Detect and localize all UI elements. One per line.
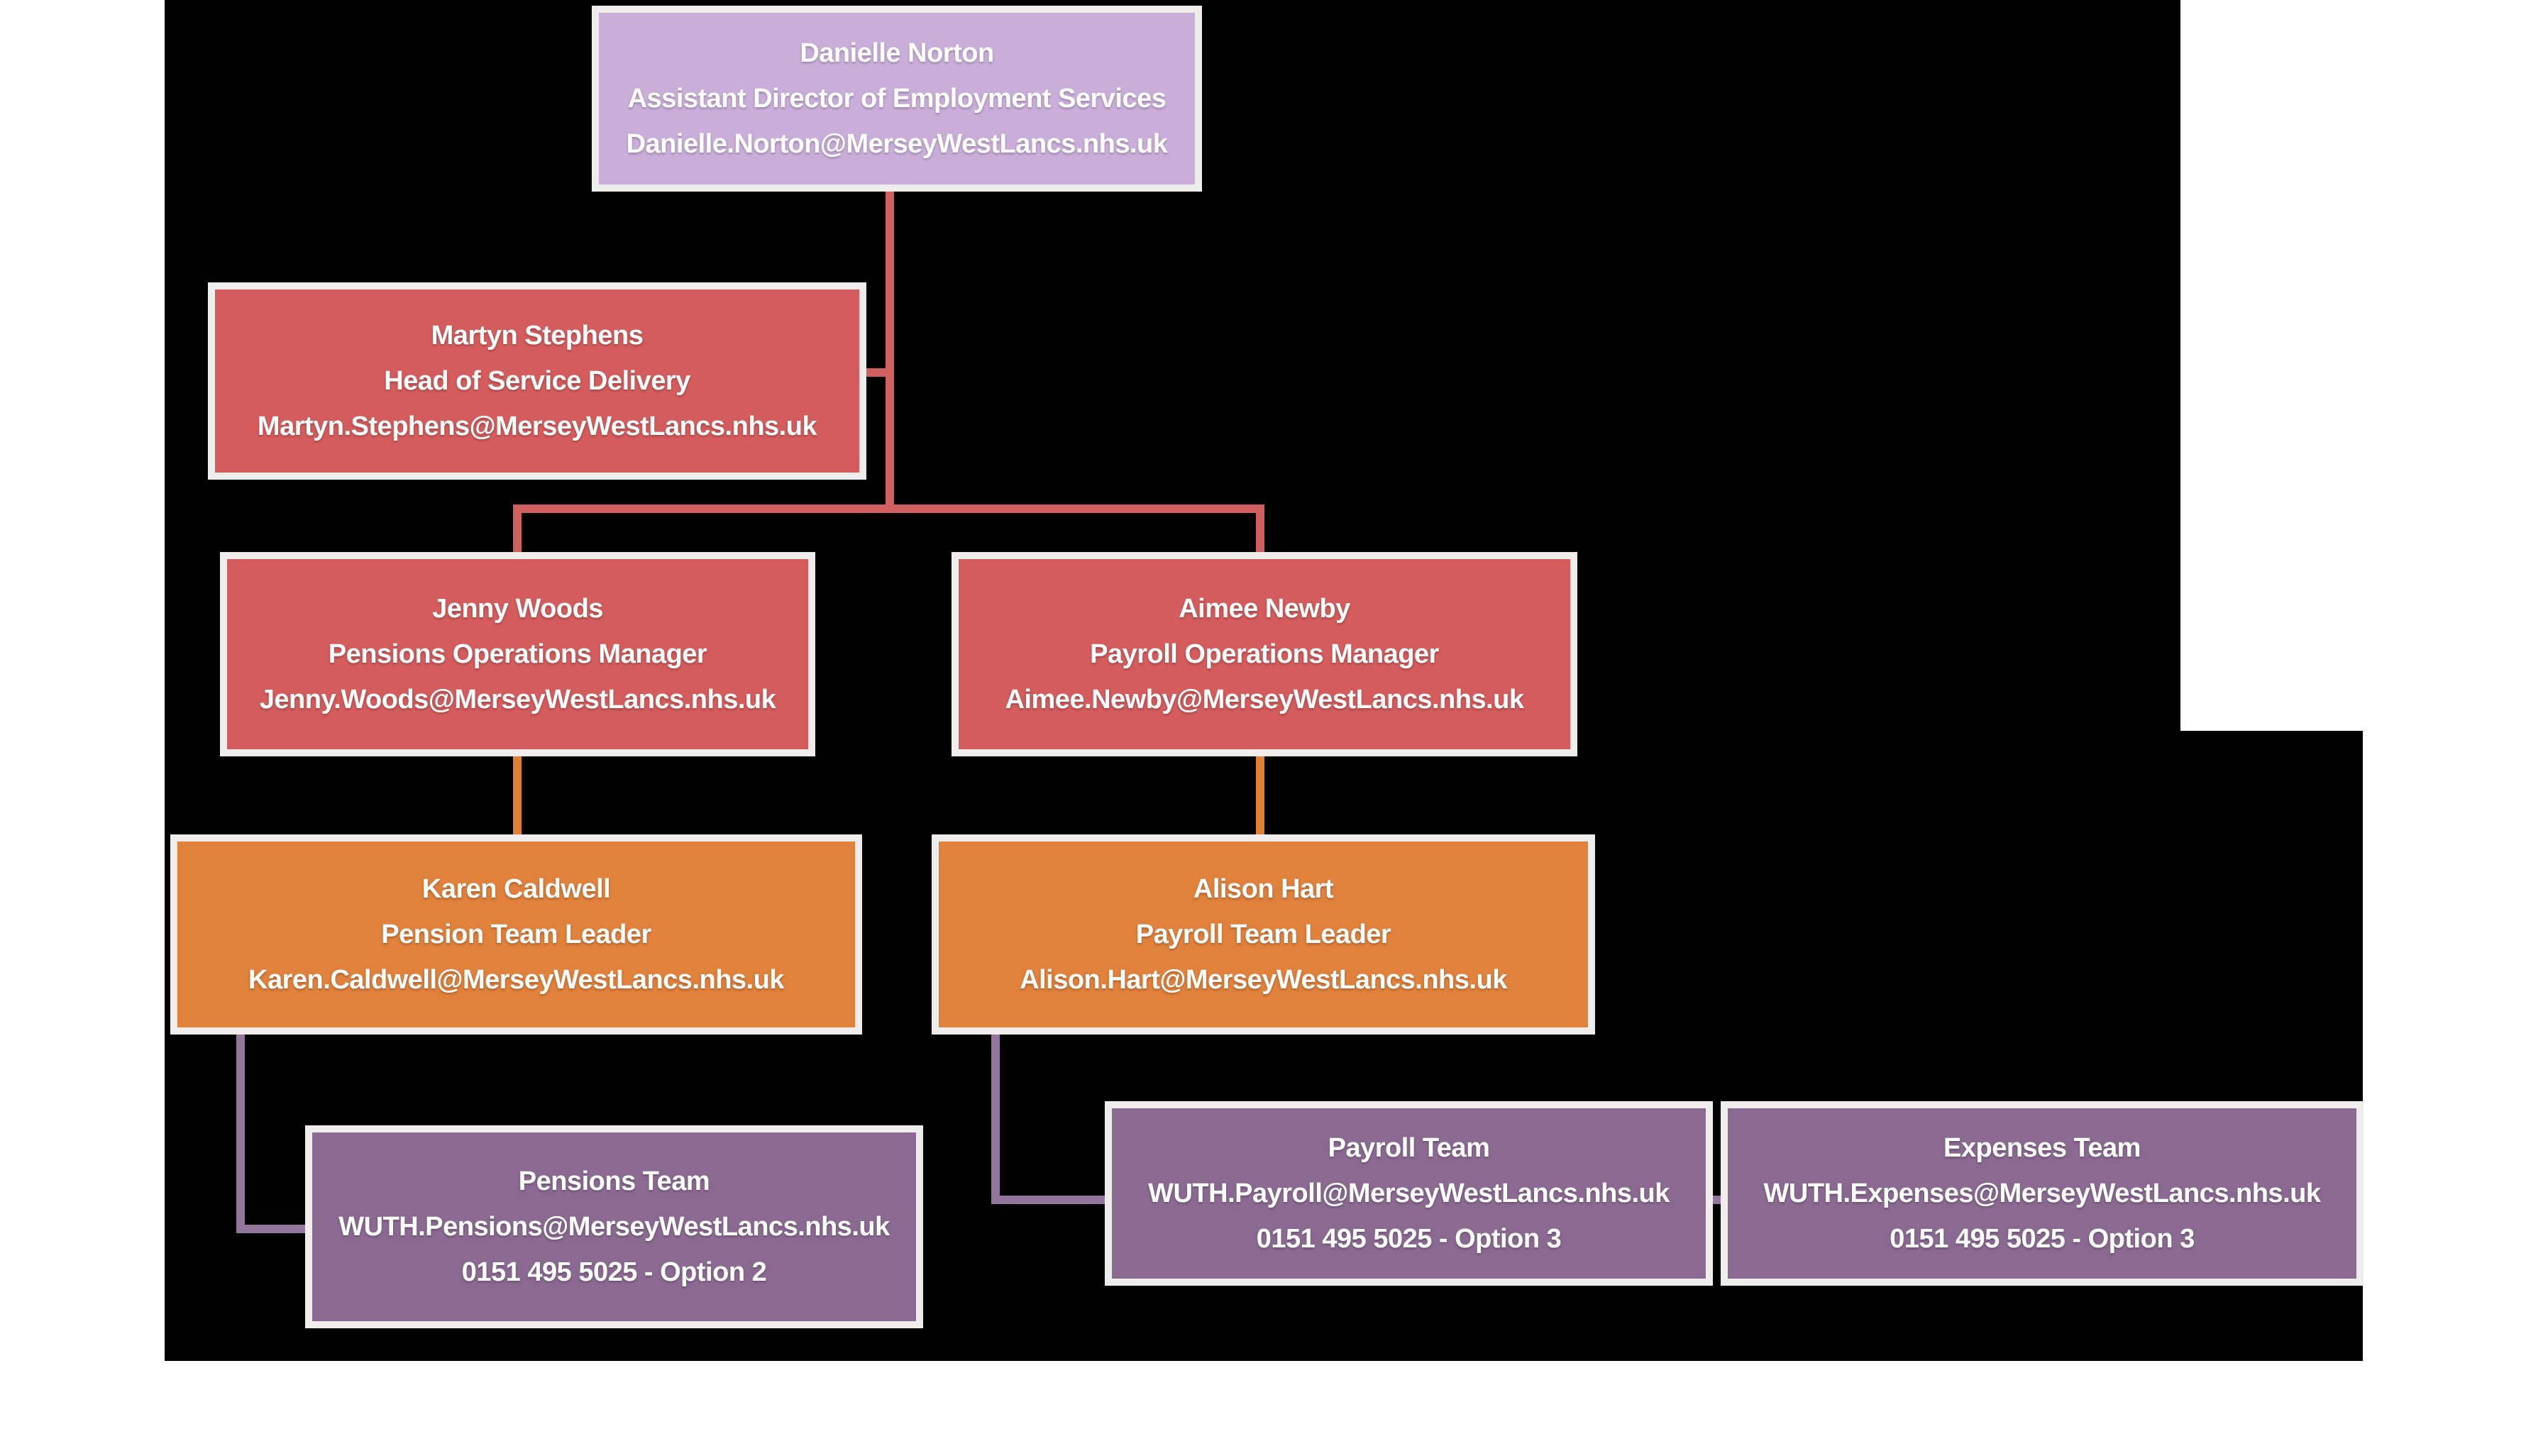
team-phone: 0151 495 5025 - Option 3 (1256, 1224, 1562, 1254)
connector-jenny-drop (513, 511, 522, 553)
person-title: Pensions Operations Manager (328, 639, 707, 669)
connector-karen-vertical (236, 1033, 245, 1233)
person-title: Pension Team Leader (381, 920, 651, 949)
person-title: Payroll Operations Manager (1090, 639, 1439, 669)
person-email: Martyn.Stephens@MerseyWestLancs.nhs.uk (257, 412, 817, 441)
person-email: Aimee.Newby@MerseyWestLancs.nhs.uk (1005, 685, 1524, 715)
node-payroll-team: Payroll Team WUTH.Payroll@MerseyWestLanc… (1105, 1101, 1713, 1286)
person-email: Karen.Caldwell@MerseyWestLancs.nhs.uk (248, 965, 784, 995)
team-name: Pensions Team (518, 1167, 710, 1196)
person-name: Alison Hart (1193, 874, 1334, 904)
node-danielle-norton: Danielle Norton Assistant Director of Em… (592, 6, 1202, 192)
person-email: Danielle.Norton@MerseyWestLancs.nhs.uk (626, 129, 1168, 159)
node-aimee-newby: Aimee Newby Payroll Operations Manager A… (952, 552, 1577, 756)
team-email: WUTH.Payroll@MerseyWestLancs.nhs.uk (1148, 1179, 1670, 1208)
connector-jenny-karen (513, 756, 522, 836)
node-jenny-woods: Jenny Woods Pensions Operations Manager … (220, 552, 815, 756)
node-pensions-team: Pensions Team WUTH.Pensions@MerseyWestLa… (305, 1125, 923, 1328)
connector-managers-horizontal (513, 504, 1264, 513)
team-name: Payroll Team (1328, 1133, 1490, 1163)
team-email: WUTH.Pensions@MerseyWestLancs.nhs.uk (338, 1212, 890, 1242)
person-name: Martyn Stephens (431, 321, 644, 351)
person-name: Danielle Norton (800, 38, 994, 68)
connector-aimee-drop (1256, 511, 1264, 553)
person-email: Jenny.Woods@MerseyWestLancs.nhs.uk (259, 685, 776, 715)
person-name: Jenny Woods (432, 594, 603, 624)
connector-martyn-stub (861, 368, 894, 377)
person-title: Payroll Team Leader (1135, 920, 1391, 949)
connector-alison-vertical (991, 1033, 1000, 1204)
node-martyn-stephens: Martyn Stephens Head of Service Delivery… (208, 282, 866, 480)
node-expenses-team: Expenses Team WUTH.Expenses@MerseyWestLa… (1721, 1101, 2364, 1286)
person-title: Head of Service Delivery (384, 366, 690, 396)
node-alison-hart: Alison Hart Payroll Team Leader Alison.H… (932, 834, 1595, 1035)
person-title: Assistant Director of Employment Service… (627, 84, 1167, 114)
person-name: Aimee Newby (1179, 594, 1350, 624)
team-email: WUTH.Expenses@MerseyWestLancs.nhs.uk (1763, 1179, 2321, 1208)
connector-danielle-vertical (886, 189, 894, 513)
team-name: Expenses Team (1943, 1133, 2141, 1163)
team-phone: 0151 495 5025 - Option 3 (1890, 1224, 2195, 1254)
person-email: Alison.Hart@MerseyWestLancs.nhs.uk (1020, 965, 1507, 995)
node-karen-caldwell: Karen Caldwell Pension Team Leader Karen… (170, 834, 862, 1035)
connector-alison-payroll-horizontal (991, 1196, 1106, 1204)
team-phone: 0151 495 5025 - Option 2 (461, 1257, 767, 1287)
connector-aimee-alison (1256, 756, 1264, 836)
connector-karen-pensions-horizontal (236, 1225, 307, 1233)
person-name: Karen Caldwell (421, 874, 611, 904)
